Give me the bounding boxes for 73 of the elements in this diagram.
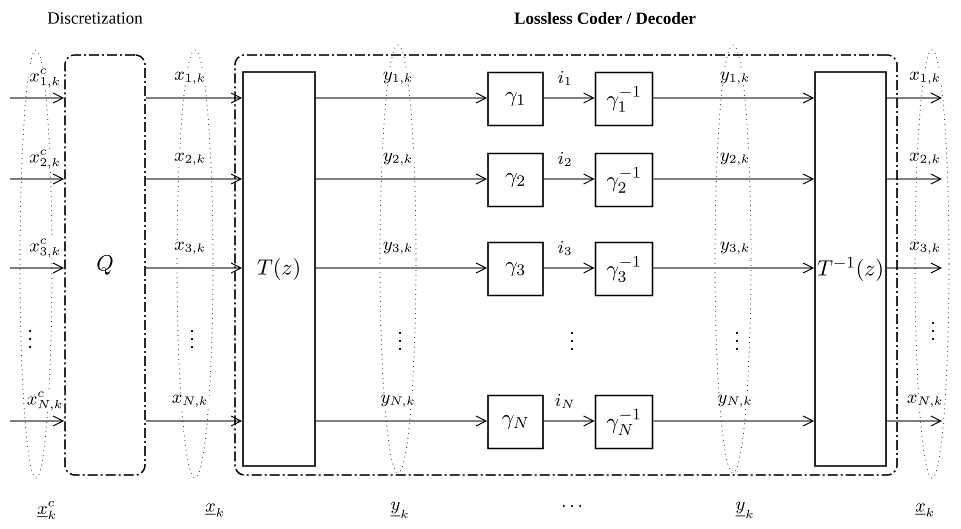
coder-box: $\gamma_1$ <box>487 72 544 126</box>
edge-label: $x_{1,k}$ <box>908 70 942 86</box>
arrow <box>543 92 595 104</box>
arrow <box>315 174 488 184</box>
decoder-box: $\gamma_1^{-1}$ <box>594 72 654 126</box>
edge-label: $x_{2,k}$ <box>173 152 207 166</box>
decoder-box: $\gamma_3^{-1}$ <box>594 242 654 296</box>
transform-box: $T(z)$ <box>242 71 316 467</box>
vertical-dots: $\vdots$ <box>396 318 404 352</box>
edge-label: $x^c_{3,k}$ <box>28 237 62 259</box>
edge-label: $x_{1,k}$ <box>173 70 207 86</box>
edge-label: $y_{2,k}$ <box>718 152 752 166</box>
edge-label: $y_{3,k}$ <box>718 240 752 256</box>
arrow <box>886 262 942 274</box>
arrow <box>10 92 64 104</box>
group-box: $Q$ <box>64 54 146 476</box>
edge-label: $i_N$ <box>554 393 576 409</box>
heading: Lossless Coder / Decoder <box>514 12 696 24</box>
arrow <box>886 416 942 426</box>
edge-label: $i_3$ <box>556 240 574 256</box>
edge-label: $x_{3,k}$ <box>173 240 207 256</box>
vertical-dots: $\vdots$ <box>734 318 740 352</box>
transform-box: $T^{-1}(z)$ <box>814 71 887 467</box>
arrow <box>10 416 64 426</box>
coder-box: $\gamma_3$ <box>487 242 544 296</box>
edge-label: $y_{3,k}$ <box>382 240 414 256</box>
decoder-box: $\gamma_2^{-1}$ <box>594 152 654 208</box>
arrow <box>652 416 814 426</box>
arrow <box>315 262 488 274</box>
edge-label: $i_2$ <box>556 151 574 167</box>
group-label: $\underline{x}_k$ <box>914 502 936 518</box>
coder-box: $\gamma_2$ <box>487 152 544 208</box>
edge-label: $i_1$ <box>556 70 574 86</box>
group-label: $\underline{x}_k$ <box>204 502 226 518</box>
edge-label: $x^c_{2,k}$ <box>28 148 62 170</box>
edge-label: $x^c_{N,k}$ <box>26 390 64 412</box>
arrow <box>10 262 64 274</box>
arrow <box>652 262 814 274</box>
arrow <box>315 92 488 104</box>
edge-label: $y_{1,k}$ <box>718 70 752 86</box>
arrow <box>543 416 595 426</box>
vertical-dots: $\vdots$ <box>568 318 576 352</box>
arrow <box>652 92 814 104</box>
coder-box: $\gamma_N$ <box>487 394 544 450</box>
edge-label: $x_{N,k}$ <box>170 394 210 408</box>
edge-label: $x_{2,k}$ <box>908 152 942 166</box>
edge-label: $y_{2,k}$ <box>382 152 414 166</box>
group-label: $\ldots$ <box>560 504 584 508</box>
edge-label: $x_{3,k}$ <box>908 240 942 256</box>
edge-label: $y_{N,k}$ <box>716 394 754 408</box>
arrow <box>886 92 942 104</box>
heading: Discretization <box>48 12 142 24</box>
arrow <box>145 174 242 184</box>
arrow <box>10 174 64 184</box>
arrow <box>145 92 242 104</box>
edge-label: $x^c_{1,k}$ <box>28 67 62 88</box>
arrow <box>543 174 595 184</box>
arrow <box>886 174 942 184</box>
vertical-dots: $\vdots$ <box>188 316 196 350</box>
arrow <box>145 262 242 274</box>
arrow <box>315 416 488 426</box>
edge-label: $y_{1,k}$ <box>382 70 414 86</box>
arrow <box>652 174 814 184</box>
decoder-box: $\gamma_N^{-1}$ <box>594 394 654 450</box>
group-label: $\underline{y}_k$ <box>734 500 756 520</box>
edge-label: $x_{N,k}$ <box>906 394 944 408</box>
vertical-dots: $\vdots$ <box>930 308 936 342</box>
group-label: $\underline{y}_k$ <box>390 500 410 520</box>
arrow <box>145 416 242 426</box>
edge-label: $y_{N,k}$ <box>380 394 416 408</box>
arrow <box>543 262 595 274</box>
group-label: $\underline{x}^c_k$ <box>36 500 58 520</box>
vertical-dots: $\vdots$ <box>26 316 34 350</box>
